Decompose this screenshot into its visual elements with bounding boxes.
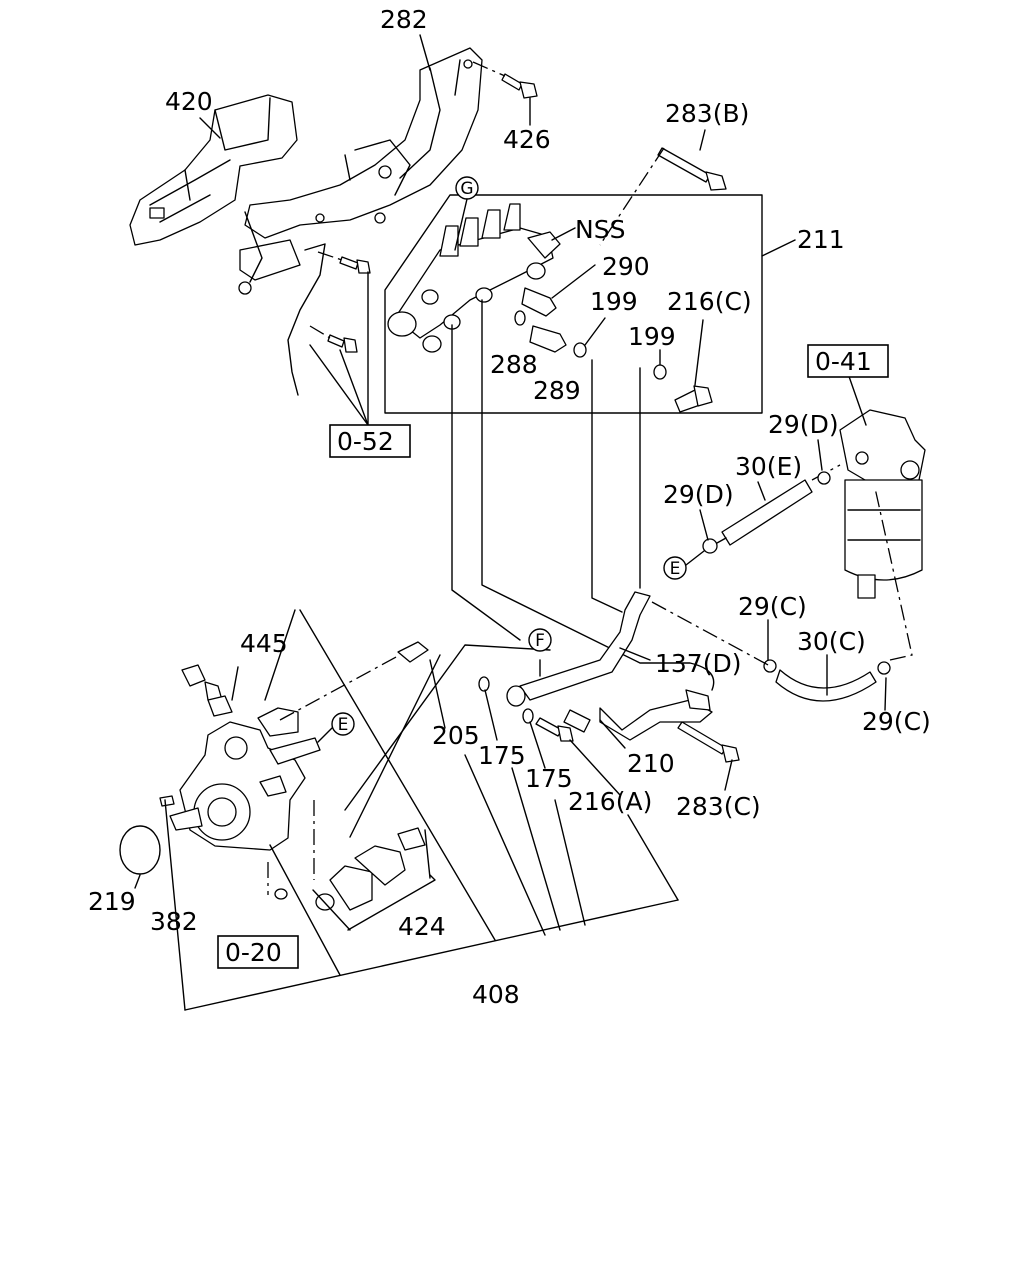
reference-box-0-41[interactable]: 0-41: [807, 344, 889, 378]
bracket-420-part: [129, 94, 298, 246]
label-211: 211: [797, 225, 845, 254]
label-290: 290: [602, 252, 650, 281]
label-199-a: 199: [590, 287, 638, 316]
marker-e-filter: E: [663, 550, 705, 580]
hose-30e-part: [702, 479, 813, 554]
dash-link-137d: [651, 601, 771, 667]
assembly-211-box: [384, 194, 763, 414]
bracket-282-part: [238, 47, 483, 295]
label-408: 408: [472, 980, 520, 1009]
svg-text:0-41: 0-41: [815, 347, 872, 376]
o-ring-219-part: [119, 825, 161, 875]
leader-lines-052: [309, 271, 369, 426]
leader-lines-408: [164, 609, 679, 1011]
bolt-426-part: [472, 61, 538, 99]
label-30e: 30(E): [735, 452, 802, 481]
label-210: 210: [627, 749, 675, 778]
label-219: 219: [88, 887, 136, 916]
label-216c: 216(C): [667, 287, 752, 316]
label-289: 289: [533, 376, 581, 405]
label-leaders: [134, 34, 887, 889]
svg-text:G: G: [460, 179, 473, 199]
common-rail-part: [387, 203, 561, 353]
bolt-283b-part: [599, 147, 727, 246]
marker-f: F: [528, 628, 552, 652]
label-445: 445: [240, 629, 288, 658]
rail-fittings: [514, 287, 713, 413]
label-30c: 30(C): [797, 627, 866, 656]
label-420: 420: [165, 87, 213, 116]
svg-text:E: E: [338, 715, 349, 735]
label-283c: 283(C): [676, 792, 761, 821]
part-labels: 282 420 426 283(B) NSS 211 290 199 216(C…: [88, 5, 931, 1009]
metering-valve-424-part: [274, 827, 426, 911]
hose-30c-part: [763, 659, 891, 702]
label-29d-left: 29(D): [663, 480, 734, 509]
marker-g: G: [454, 176, 479, 251]
label-29c-left: 29(C): [738, 592, 807, 621]
fuel-pipes: [451, 299, 715, 741]
label-175-a: 175: [478, 741, 526, 770]
label-288: 288: [490, 350, 538, 379]
label-426: 426: [503, 125, 551, 154]
svg-text:0-52: 0-52: [337, 427, 394, 456]
label-205: 205: [432, 721, 480, 750]
pump-valves-445: [181, 641, 429, 717]
reference-box-0-20[interactable]: 0-20: [217, 935, 299, 969]
label-199-b: 199: [628, 322, 676, 351]
svg-text:F: F: [535, 631, 545, 651]
label-424: 424: [398, 912, 446, 941]
label-137d: 137(D): [655, 649, 741, 678]
label-nss: NSS: [575, 215, 625, 244]
label-29d-top: 29(D): [768, 410, 839, 439]
label-382: 382: [150, 907, 198, 936]
label-283b: 283(B): [665, 99, 749, 128]
bracket-bolts: [309, 251, 371, 353]
label-175-b: 175: [525, 764, 573, 793]
dash-link-445: [279, 655, 399, 721]
marker-e-pump: E: [317, 712, 355, 743]
bolts-216a-283c: [535, 717, 740, 763]
label-282: 282: [380, 5, 428, 34]
reference-box-0-52[interactable]: 0-52: [329, 424, 411, 458]
svg-text:0-20: 0-20: [225, 938, 282, 967]
clamp-bracket-part: [287, 243, 326, 396]
label-216a: 216(A): [568, 787, 652, 816]
svg-text:E: E: [670, 559, 681, 579]
fuel-filter-part: [839, 409, 926, 599]
label-29c-right: 29(C): [862, 707, 931, 736]
supply-pump-408-part: [169, 707, 321, 851]
